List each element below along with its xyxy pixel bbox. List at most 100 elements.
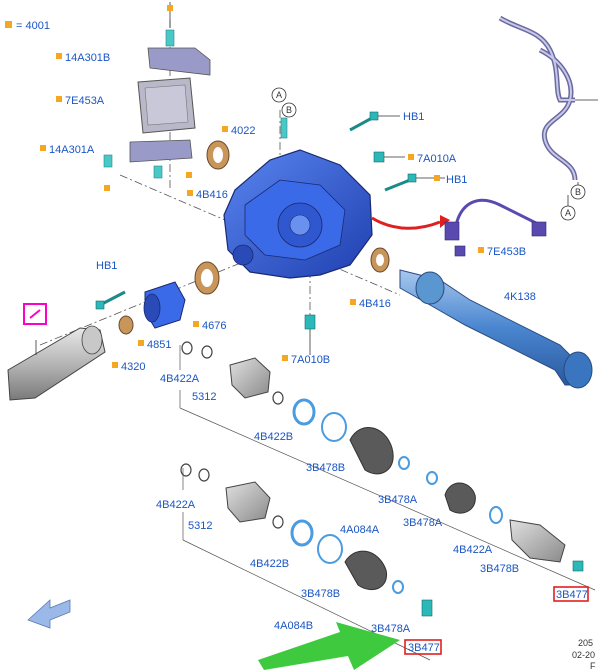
clamp-2a <box>317 534 343 564</box>
wiring-harness-top <box>498 15 598 208</box>
label-4b416-left: 4B416 <box>196 189 228 201</box>
label-14a301a: 14A301A <box>49 144 95 156</box>
callout-b-top-text: B <box>286 105 292 115</box>
clamp-1b <box>398 456 410 470</box>
marker-bolt-top <box>167 5 173 11</box>
footer-line1: 205 <box>578 638 593 648</box>
nut-4320 <box>118 315 134 335</box>
label-7e453a: 7E453A <box>65 95 105 107</box>
label-7a010a: 7A010A <box>417 153 457 165</box>
label-3b478a-3: 3B478A <box>371 623 411 635</box>
label-hb1-top: HB1 <box>403 111 424 123</box>
ring-2a <box>272 515 284 529</box>
clamp-1c <box>426 471 438 485</box>
marker-4851 <box>138 340 144 346</box>
ring-1a <box>272 391 284 405</box>
label-4b422a-2: 4B422A <box>453 544 493 556</box>
control-module-7e453a <box>137 77 196 134</box>
label-4b422a-1: 4B422A <box>160 373 200 385</box>
plug-7a010a <box>373 151 405 163</box>
label-4676: 4676 <box>202 320 226 332</box>
label-4a084a: 4A084A <box>340 524 380 536</box>
bolt-hb1-top <box>349 111 400 132</box>
circlip-2b <box>198 468 210 482</box>
label-4851: 4851 <box>147 339 171 351</box>
callout-b-top <box>281 102 297 118</box>
label-4b422b-2: 4B422B <box>250 558 289 570</box>
ring-1c <box>489 506 503 524</box>
boot-1 <box>349 427 394 475</box>
green-arrow <box>258 622 400 670</box>
label-4022: 4022 <box>231 125 255 137</box>
label-hb1-mid: HB1 <box>446 174 467 186</box>
label-3b478a-1: 3B478A <box>378 494 418 506</box>
nut-3b477-2 <box>421 599 433 617</box>
halfshaft-4k138 <box>399 269 593 389</box>
flange-4851 <box>143 281 186 329</box>
callout-a-top-text: A <box>276 90 282 100</box>
label-4a084b: 4A084B <box>274 620 313 632</box>
ring-2b <box>290 519 314 547</box>
marker-4b416-right <box>350 299 356 305</box>
callout-b-right-text: B <box>575 187 581 197</box>
label-hb1-left: HB1 <box>96 260 117 272</box>
joint-kit-upper <box>179 345 596 591</box>
bolt-hb1-left <box>95 290 126 310</box>
label-5312-2: 5312 <box>188 520 212 532</box>
harness-7e453b <box>444 198 547 257</box>
inner-joint-1 <box>229 357 271 399</box>
marker-7a010a <box>408 154 414 160</box>
circlip-1b <box>201 345 213 359</box>
label-4b422b-1: 4B422B <box>254 431 293 443</box>
legend-marker <box>5 21 12 28</box>
bolt-hb1-mid <box>384 173 445 192</box>
callout-a-top <box>271 87 287 103</box>
label-3b477-1: 3B477 <box>556 589 588 601</box>
marker-7e453b <box>478 247 484 253</box>
marker-4320 <box>112 362 118 368</box>
callout-b-right <box>570 184 586 200</box>
clamp-2b <box>392 580 404 594</box>
clamp-1a <box>321 412 347 442</box>
circlip-1a <box>181 341 193 355</box>
footer-line3: F <box>590 661 596 670</box>
ring-1b <box>292 398 316 426</box>
circlip-2a <box>180 463 192 477</box>
bracket-14a301a <box>103 139 193 179</box>
outer-joint-1 <box>509 519 566 563</box>
label-4k138: 4K138 <box>504 291 536 303</box>
plug-7a010b <box>304 314 316 330</box>
marker-7a010b <box>282 355 288 361</box>
pink-view-box <box>23 303 47 325</box>
legend-text: = 4001 <box>16 20 50 32</box>
highlight-box-3b477-1 <box>553 586 589 602</box>
label-3b478b-3: 3B478B <box>301 588 340 600</box>
part-labels: 14A301B 7E453A 14A301A 4022 HB1 7A010A H… <box>40 52 588 654</box>
label-4b422a-3: 4B422A <box>156 499 196 511</box>
driveshaft <box>7 325 106 401</box>
footer-codes: 205 02-20 F <box>572 638 596 670</box>
differential-housing <box>223 149 373 279</box>
view-direction-arrow <box>27 599 71 629</box>
sensor-4022 <box>280 117 288 139</box>
label-7e453b: 7E453B <box>487 246 526 258</box>
marker-4676 <box>193 321 199 327</box>
label-14a301b: 14A301B <box>65 52 110 64</box>
label-3b478b-1: 3B478B <box>306 462 345 474</box>
label-4b416-right: 4B416 <box>359 298 391 310</box>
bracket-14a301b <box>147 29 211 76</box>
marker-hb1-mid <box>434 175 440 181</box>
marker-nut-right <box>186 172 192 178</box>
label-7a010b: 7A010B <box>291 354 330 366</box>
boot-2 <box>444 482 476 514</box>
callout-a-right-text: A <box>565 208 571 218</box>
label-3b478b-2: 3B478B <box>480 563 519 575</box>
callout-a-right <box>560 205 576 221</box>
label-3b477-2: 3B477 <box>408 642 440 654</box>
red-arrow <box>371 216 441 230</box>
label-3b478a-2: 3B478A <box>403 517 443 529</box>
marker-4022 <box>222 126 228 132</box>
label-4320: 4320 <box>121 361 145 373</box>
